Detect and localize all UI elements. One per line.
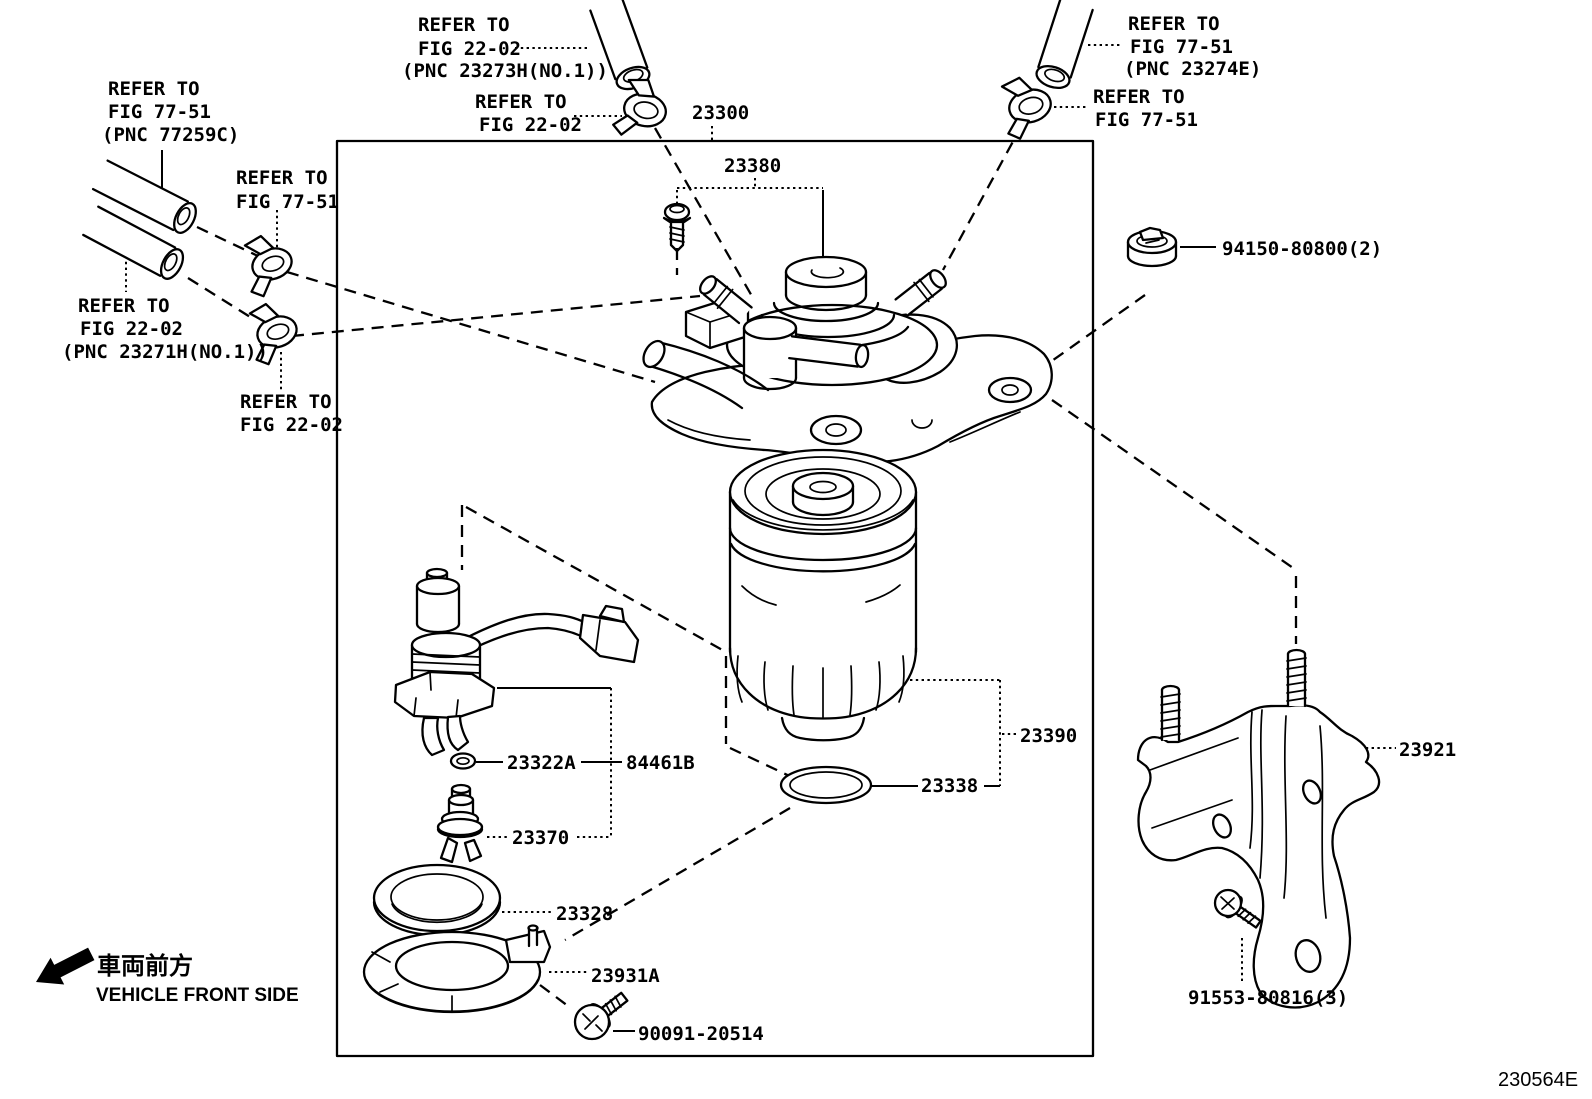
gasket-23328 [372, 863, 502, 937]
ref-label-topright-line2: FIG 77-51 [1130, 36, 1233, 58]
label-23300: 23300 [692, 102, 749, 124]
screw-90091 [573, 991, 629, 1041]
label-23931a: 23931A [591, 965, 660, 987]
ref-label-topleft-line1: REFER TO [108, 78, 200, 100]
o-ring-23338 [779, 765, 873, 805]
hose-clamp-3 [612, 78, 667, 136]
bracket-23921 [1136, 648, 1381, 1009]
ref-label-left2-line2: FIG 22-02 [240, 414, 343, 436]
hose-tube-a [91, 159, 197, 234]
figure-code: 230564E [1498, 1069, 1578, 1091]
o-ring-23322a [449, 752, 477, 770]
cap-nut-94150 [1126, 226, 1178, 268]
label-91553-80816: 91553-80816(3) [1188, 987, 1348, 1009]
warning-switch-23370 [436, 783, 484, 864]
reference-labels: REFER TO FIG 77-51 (PNC 77259C) REFER TO… [62, 13, 1261, 436]
ref-label-left2-line1: REFER TO [240, 391, 332, 413]
ref-label-left-line1: REFER TO [78, 295, 170, 317]
vehicle-front-arrow [36, 947, 95, 985]
ref-label-topcenter-line3: (PNC 23273H(NO.1)) [402, 60, 608, 82]
ref-label-topright2-line1: REFER TO [1093, 86, 1185, 108]
ref-label-topleft2-line1: REFER TO [236, 167, 328, 189]
label-84461b: 84461B [626, 752, 695, 774]
label-23390: 23390 [1020, 725, 1077, 747]
ref-label-topcenter-line1: REFER TO [418, 14, 510, 36]
ref-label-topleft-line3: (PNC 77259C) [102, 124, 239, 146]
ref-label-topright2-line2: FIG 77-51 [1095, 109, 1198, 131]
hose-clamp-2 [248, 302, 298, 366]
ref-label-topleft2-line2: FIG 77-51 [236, 191, 339, 213]
ref-label-topcenter2-line1: REFER TO [475, 91, 567, 113]
hose-clamp-4 [1000, 76, 1052, 140]
label-23328: 23328 [556, 903, 613, 925]
ref-label-topright-line3: (PNC 23274E) [1124, 58, 1261, 80]
part-number-labels: 23300 23380 94150-80800(2) 23322A 84461B… [507, 102, 1456, 1045]
leader-lines [125, 44, 1396, 1032]
fuel-filter-element [728, 448, 918, 742]
ref-label-topcenter2-line2: FIG 22-02 [479, 114, 582, 136]
ref-label-topright-line1: REFER TO [1128, 13, 1220, 35]
label-23921: 23921 [1399, 739, 1456, 761]
label-23338: 23338 [921, 775, 978, 797]
label-90091-20514: 90091-20514 [638, 1023, 764, 1045]
bracket-stud-left [1160, 684, 1181, 742]
retainer-ring-23931a [362, 924, 552, 1014]
vehicle-front-label-en: VEHICLE FRONT SIDE [96, 985, 299, 1006]
diagram-border [335, 139, 1095, 1058]
hose-tube-b [82, 205, 185, 280]
ref-label-topcenter-line2: FIG 22-02 [418, 38, 521, 60]
bracket-stud-right [1286, 648, 1307, 708]
ref-label-left-line3: (PNC 23271H(NO.1)) [62, 341, 268, 363]
vehicle-front-label-jp: 車両前方 [97, 952, 193, 980]
ref-label-topleft-line2: FIG 77-51 [108, 101, 211, 123]
float-switch-assembly [393, 567, 640, 757]
hose-top-right [1035, 0, 1094, 90]
ref-label-left-line2: FIG 22-02 [80, 318, 183, 340]
label-94150-80800: 94150-80800(2) [1222, 238, 1382, 260]
primer-pump-head-assembly [642, 255, 1053, 464]
tapping-screw-icon [662, 202, 692, 253]
bolt-91553 [1213, 888, 1262, 929]
label-23322a: 23322A [507, 752, 576, 774]
label-23380: 23380 [724, 155, 781, 177]
label-23370: 23370 [512, 827, 569, 849]
relation-dash-lines [187, 124, 1298, 1007]
hose-clamp-1 [243, 234, 293, 298]
